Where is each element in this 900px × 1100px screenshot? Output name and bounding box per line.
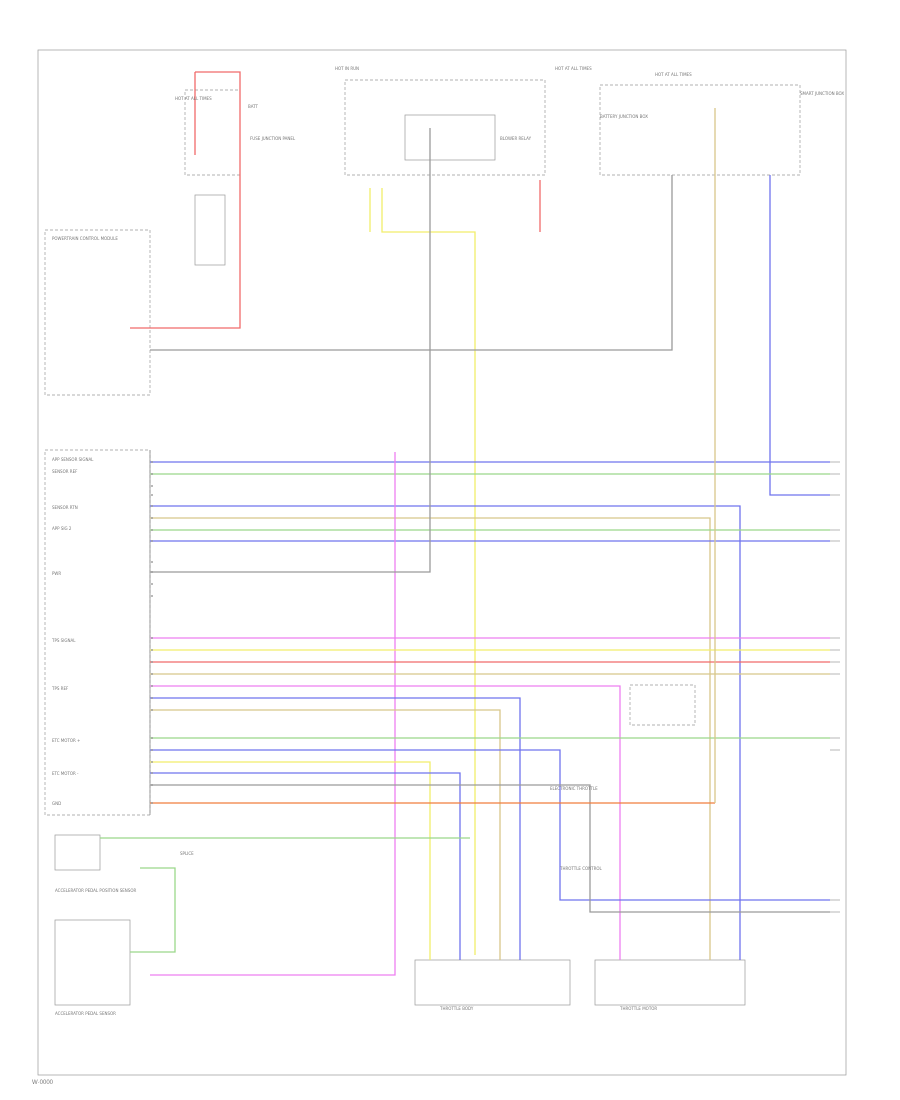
module-box-right [629,684,696,726]
wire-green-5 [130,867,176,953]
pcm-row-6: TPS SIGNAL [51,638,76,643]
top-hot-start: HOT AT ALL TIMES [555,66,592,71]
wire-blue-6 [150,772,461,960]
fuse-label-battery: BATT [248,104,259,109]
top-hot-run: HOT IN RUN [335,66,359,71]
pin-stub [151,661,153,663]
pin-stub [151,517,153,519]
pin-stub [151,583,153,585]
pin-stubs [151,461,153,804]
relay-label: BLOWER RELAY [500,136,532,141]
pin-stub [151,529,153,531]
etc-label: ELECTRONIC THROTTLE [550,786,598,791]
page-code: W·0000 [32,1080,54,1086]
wire-tan-1 [150,517,711,960]
pcm-row-10: GND [52,801,61,806]
pin-stub [151,571,153,573]
pin-stub [151,649,153,651]
wire-pink-2 [150,685,621,960]
pcm-label: POWERTRAIN CONTROL MODULE [52,236,118,241]
blower-relay-box [404,114,496,161]
junction-block-right [599,84,801,176]
wire-blue-drop [769,175,830,496]
pcm-row-1: APP SENSOR SIGNAL [52,457,94,462]
pin-stub [151,749,153,751]
wire-gray-3 [150,175,673,351]
pin-stub [151,461,153,463]
batt-jb-label: BATTERY JUNCTION BOX [600,114,648,119]
wire-red-battery-feed [130,71,241,329]
wire-tan-3 [150,709,501,960]
pin-stub [151,494,153,496]
app-switch-box [54,834,101,871]
wire-blue-4 [150,697,521,960]
pin-stub [151,505,153,507]
pin-stub [151,685,153,687]
edge-connector-ticks [830,461,840,913]
splice-label: SPLICE [180,851,194,856]
throttle-motor-connector [594,959,746,1006]
pcm-row-8: ETC MOTOR + [52,738,80,743]
pcm-row-7: TPS REF [51,686,69,691]
top-hot-right: HOT AT ALL TIMES [655,72,692,77]
pcm-row-9: ETC MOTOR - [52,771,79,776]
fuse-element-box [194,194,226,266]
pin-stub [151,540,153,542]
pin-stub [151,709,153,711]
wire-pink-vertical [150,452,396,976]
pcm-row-3: SENSOR RTN [52,505,78,510]
throttle-body-connector [414,959,571,1006]
wire-blue-2 [150,505,741,960]
right-label: SMART JUNCTION BOX [800,91,844,96]
fuse-block-left [184,89,241,176]
app-sensor-label: ACCELERATOR PEDAL POSITION SENSOR [55,888,136,893]
pcm-row-5: PWR [52,571,61,576]
wire-layer [100,71,830,976]
pin-stub [151,561,153,563]
pcm-upper-section [44,229,151,396]
pin-stub [151,473,153,475]
conn-left-label: THROTTLE BODY [439,1006,474,1011]
conn-right-label: THROTTLE MOTOR [619,1006,657,1011]
pin-stub [151,485,153,487]
pin-stub [151,697,153,699]
pcm-row-4: APP SIG 2 [52,526,72,531]
wire-gray-1 [150,784,830,913]
pin-stub [151,637,153,639]
wire-gray-2 [150,128,431,573]
app-sensor-label-2: ACCELERATOR PEDAL SENSOR [55,1011,116,1016]
page-frame [37,49,847,1076]
pin-stub [151,673,153,675]
pin-stub [151,737,153,739]
pin-stub [151,784,153,786]
pin-stub [151,761,153,763]
fuse-label-hot: HOT AT ALL TIMES [175,96,212,101]
label-layer: HOT AT ALL TIMES BATT FUSE JUNCTION PANEL P… [51,66,844,1016]
app-sensor-box [54,919,131,1006]
junction-block-top [344,79,546,176]
wire-yellow-ignition [381,188,476,955]
etc-label-2: THROTTLE CONTROL [559,866,603,871]
pin-stub [151,772,153,774]
wire-blue-5 [150,749,830,901]
jb-label-left: FUSE JUNCTION PANEL [250,136,296,141]
pcm-row-2: SENSOR REF [52,469,78,474]
pin-stub [151,802,153,804]
pin-stub [151,595,153,597]
wire-yellow-3 [150,761,431,960]
